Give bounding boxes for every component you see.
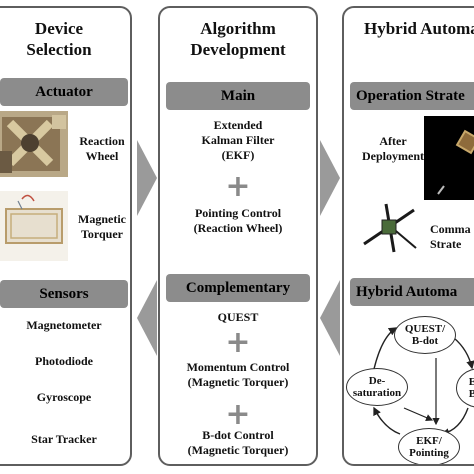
device-selection-title: Device Selection (26, 19, 92, 59)
left-arrow-icon (137, 280, 157, 356)
hybrid-automata-header: Hybrid Automa (350, 278, 474, 306)
state-ekf-pointing: EKF/ Pointing (398, 428, 460, 464)
right-arrow-icon (320, 140, 340, 216)
state-quest-bdot: QUEST/ B-dot (394, 316, 456, 354)
after-deployment-label: After Deployment (362, 134, 424, 163)
hybrid-automata-panel: Hybrid Automata Desig Operation Strate A… (342, 6, 474, 466)
magnetic-torquer-photo (0, 191, 68, 261)
plus-icon: + (225, 397, 251, 432)
algorithm-development-title: Algorithm Development (190, 19, 286, 59)
hybrid-automata-title: Hybrid Automata Desig (364, 19, 474, 38)
satellite-antenna-image (363, 203, 417, 253)
reaction-wheel-label: Reaction Wheel (79, 134, 125, 163)
right-arrow-icon (137, 140, 157, 216)
pointing-control-text: Pointing Control (Reaction Wheel) (193, 206, 283, 235)
plus-icon: + (225, 169, 251, 204)
momentum-control-text: Momentum Control (Magnetic Torquer) (186, 360, 290, 389)
quest-text: QUEST (217, 310, 259, 324)
ekf-text: Extended Kalman Filter (EKF) (201, 118, 275, 162)
sensor-magnetometer: Magnetometer (26, 318, 102, 332)
magnetic-torquer-label: Magnetic Torquer (78, 212, 126, 241)
left-arrow-icon (320, 280, 340, 356)
reaction-wheel-photo (0, 111, 68, 177)
algorithm-development-panel: Algorithm Development Main Extended Kalm… (158, 6, 318, 466)
sensor-star-tracker: Star Tracker (31, 432, 97, 446)
sensor-photodiode: Photodiode (34, 354, 93, 368)
bdot-control-text: B-dot Control (Magnetic Torquer) (187, 428, 289, 457)
sensors-header: Sensors (0, 280, 128, 308)
satellite-deployment-image (424, 116, 474, 200)
device-selection-panel: Device Selection Actuator Reaction Wheel… (0, 6, 132, 466)
plus-icon: + (225, 325, 251, 360)
main-header: Main (166, 82, 310, 110)
state-desaturation: De- saturation (346, 368, 408, 406)
actuator-header: Actuator (0, 78, 128, 106)
complementary-header: Complementary (166, 274, 310, 302)
sensor-gyroscope: Gyroscope (36, 390, 92, 404)
command-strategy-label: Comma Strate (430, 222, 471, 251)
operation-strategy-header: Operation Strate (350, 82, 474, 110)
